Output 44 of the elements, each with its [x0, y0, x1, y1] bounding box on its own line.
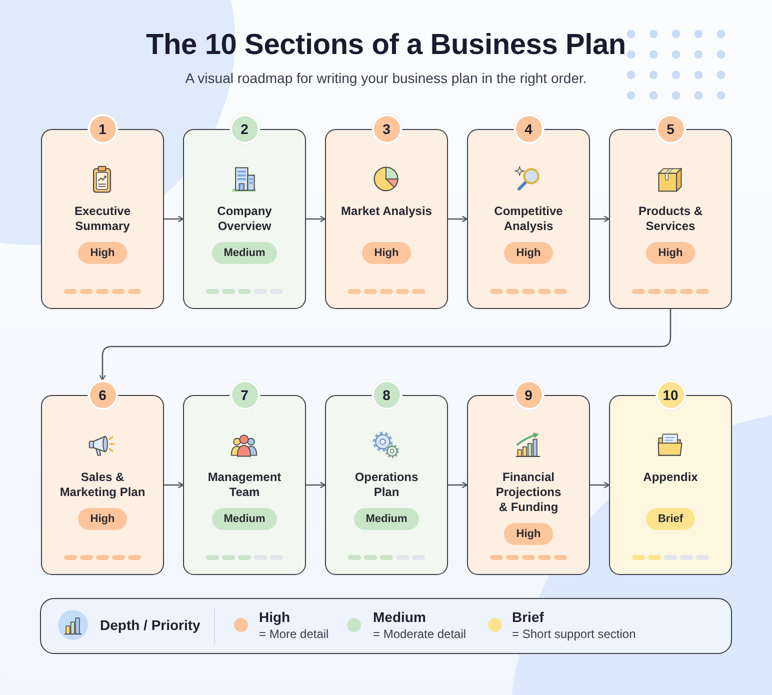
step-number: 3 [372, 114, 402, 144]
step-number: 5 [656, 114, 686, 144]
arrow [306, 482, 326, 488]
priority-tag: Brief [646, 508, 696, 530]
priority-tag: High [78, 508, 127, 530]
step-number: 6 [88, 380, 118, 410]
arrow [448, 216, 468, 222]
section-title: Market Analysis [341, 204, 432, 220]
arrow [164, 216, 184, 222]
legend-label: Medium = Moderate detail [373, 609, 466, 642]
priority-tag: High [362, 242, 411, 264]
section-title: Company Overview [216, 204, 273, 234]
arrow [306, 216, 326, 222]
arrow [164, 482, 184, 488]
arrow [590, 216, 610, 222]
step-number: 8 [372, 380, 402, 410]
priority-tag: High [504, 523, 553, 545]
priority-tag: Medium [354, 508, 420, 530]
section-title: Appendix [643, 470, 698, 486]
legend-label: Brief = Short support section [512, 609, 636, 642]
legend-heading: Depth / Priority [100, 616, 200, 634]
step-number: 4 [514, 114, 544, 144]
section-title: Management Team [206, 470, 282, 500]
subtitle: A visual roadmap for writing your business plan in the right order. [185, 69, 587, 87]
step-number: 9 [514, 380, 544, 410]
section-title: Products & Services [637, 204, 704, 234]
priority-tag: Medium [212, 242, 278, 264]
priority-tag: High [504, 242, 553, 264]
arrow [99, 309, 672, 381]
title: The 10 Sections of a Business Plan [146, 28, 626, 63]
section-title: Operations Plan [354, 470, 420, 500]
legend-label: High = More detail [259, 609, 329, 642]
arrow [590, 482, 610, 488]
step-number: 7 [230, 380, 260, 410]
arrow [448, 482, 468, 488]
section-title: Financial Projections & Funding [494, 470, 562, 515]
section-title: Sales & Marketing Plan [58, 470, 146, 500]
priority-tag: Medium [212, 508, 278, 530]
section-title: Executive Summary [73, 204, 132, 234]
priority-tag: High [646, 242, 695, 264]
section-title: Competitive Analysis [493, 204, 564, 234]
step-number: 2 [230, 114, 260, 144]
priority-tag: High [78, 242, 127, 264]
step-number: 10 [656, 380, 686, 410]
